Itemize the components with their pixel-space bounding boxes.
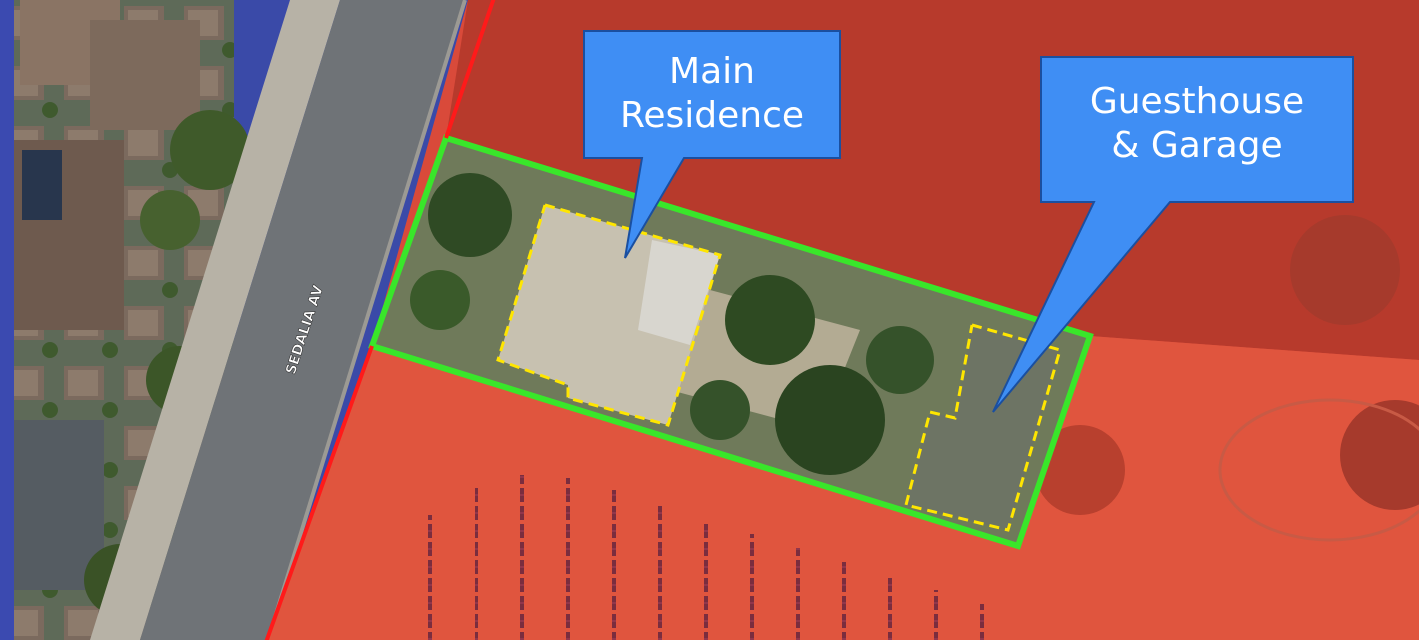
solar-row bbox=[750, 534, 772, 640]
solar-row bbox=[520, 475, 542, 640]
tree bbox=[775, 365, 885, 475]
house-roof bbox=[90, 20, 200, 130]
tree-shadow bbox=[1035, 425, 1125, 515]
tree-shadow bbox=[1340, 400, 1419, 510]
tree-shadow bbox=[1290, 215, 1400, 325]
property-boundary-line bbox=[444, 0, 496, 139]
street-edge bbox=[266, 0, 467, 640]
solar-row bbox=[658, 505, 680, 640]
solar-row bbox=[566, 478, 588, 640]
guesthouse-footprint bbox=[904, 323, 1062, 532]
solar-row bbox=[428, 515, 450, 640]
left-edge-bar bbox=[0, 0, 14, 640]
tree bbox=[428, 173, 512, 257]
main-residence-footprint bbox=[496, 203, 722, 427]
tree bbox=[725, 275, 815, 365]
solar-row bbox=[934, 590, 956, 640]
solar-row bbox=[475, 485, 497, 640]
neighbor-lot-south bbox=[268, 336, 1419, 640]
guesthouse-callout-bubble bbox=[992, 56, 1354, 413]
tree bbox=[866, 326, 934, 394]
solar-row bbox=[888, 576, 910, 640]
tree bbox=[170, 110, 250, 190]
property-boundary-line bbox=[264, 345, 374, 640]
solar-row bbox=[704, 520, 726, 640]
solar-panels-roof bbox=[22, 150, 62, 220]
tree bbox=[410, 270, 470, 330]
track-marks bbox=[1218, 398, 1419, 542]
solar-row bbox=[842, 562, 864, 640]
street bbox=[140, 0, 465, 640]
guesthouse-callout-label: Guesthouse & Garage bbox=[1089, 81, 1305, 166]
sidewalk bbox=[90, 0, 340, 640]
solar-row bbox=[796, 548, 818, 640]
main-residence-callout-label: Main Residence bbox=[619, 51, 805, 136]
tree bbox=[690, 380, 750, 440]
main-residence-roof-flat bbox=[638, 240, 720, 345]
solar-array bbox=[428, 475, 1002, 640]
house-roof bbox=[14, 420, 104, 590]
main-residence-callout-bubble bbox=[583, 30, 841, 259]
solar-row bbox=[612, 490, 634, 640]
tree bbox=[140, 190, 200, 250]
subject-parcel-outline bbox=[368, 134, 1094, 550]
solar-row bbox=[980, 604, 1002, 640]
